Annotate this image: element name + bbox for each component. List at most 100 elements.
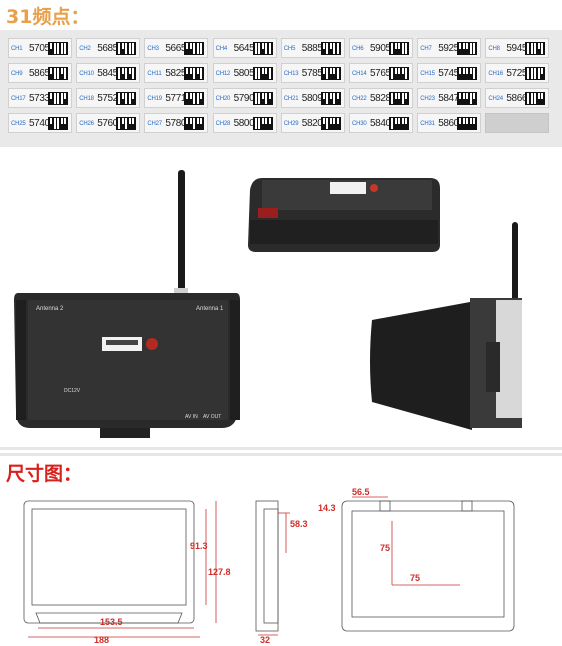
empty-cell bbox=[485, 113, 550, 133]
dip-switch-icon bbox=[525, 92, 546, 105]
channel-id: CH1 bbox=[11, 46, 23, 52]
dimension-drawings: 91.3 127.8 153.5 188 32 58.3 56.5 14.3 7… bbox=[23, 487, 515, 645]
channel-id: CH31 bbox=[420, 121, 435, 127]
channel-id: CH16 bbox=[488, 71, 503, 77]
channel-id: CH28 bbox=[215, 121, 231, 127]
channel-id: CH8 bbox=[488, 46, 500, 52]
channel-frequency: 5740 bbox=[29, 118, 50, 129]
dip-switch-icon bbox=[389, 42, 409, 55]
channel-frequency: 5760 bbox=[97, 118, 118, 129]
dip-switch-icon bbox=[48, 42, 68, 55]
dim-height-total-label: 127.8 bbox=[208, 567, 231, 577]
channel-frequency: 5845 bbox=[97, 68, 118, 79]
dip-switch-icon bbox=[184, 42, 205, 55]
dip-switch-icon bbox=[525, 67, 546, 80]
dim-back-left-label: 14.3 bbox=[318, 503, 336, 513]
dim-back-vertical-label: 75 bbox=[380, 543, 390, 553]
dip-switch-icon bbox=[252, 42, 273, 55]
channel-frequency: 5733 bbox=[29, 93, 50, 104]
channel-id: CH15 bbox=[420, 71, 435, 77]
channel-id: CH3 bbox=[147, 46, 159, 52]
dip-switch-icon bbox=[457, 92, 478, 105]
channel-cell: CH9 5865 bbox=[8, 63, 72, 83]
channel-frequency: 5645 bbox=[233, 43, 255, 54]
channel-id: CH24 bbox=[488, 96, 503, 102]
dip-switch-icon bbox=[457, 67, 478, 80]
dip-switch-icon bbox=[457, 117, 478, 130]
channel-id: CH30 bbox=[352, 121, 367, 127]
channel-id: CH6 bbox=[352, 46, 364, 52]
dip-switch-icon bbox=[320, 117, 341, 130]
dip-switch-icon bbox=[116, 42, 137, 55]
channel-frequency: 5752 bbox=[97, 93, 118, 104]
channel-cell: CH6 5905 bbox=[349, 38, 413, 58]
dip-switch-icon bbox=[252, 92, 273, 105]
channel-id: CH11 bbox=[147, 71, 162, 77]
channel-frequency: 5780 bbox=[165, 118, 187, 129]
dip-switch-icon bbox=[252, 67, 273, 80]
dim-height-screen-label: 91.3 bbox=[190, 541, 208, 551]
dip-switch-icon bbox=[457, 42, 478, 55]
channel-frequency: 5820 bbox=[301, 118, 323, 129]
dip-switch-icon bbox=[252, 117, 273, 130]
channel-frequency: 5828 bbox=[370, 93, 391, 104]
channel-frequency: 5725 bbox=[506, 68, 528, 79]
dip-switch-icon bbox=[48, 67, 68, 80]
channel-id: CH10 bbox=[79, 71, 94, 77]
dip-switch-icon bbox=[389, 117, 409, 130]
channel-frequency: 5809 bbox=[301, 93, 323, 104]
photo-monitor-top bbox=[248, 178, 440, 252]
channel-id: CH20 bbox=[215, 96, 231, 102]
dim-back-top-label: 56.5 bbox=[352, 487, 370, 497]
dip-switch-icon bbox=[184, 117, 205, 130]
dc-label: DC12V bbox=[64, 388, 81, 394]
channel-id: CH18 bbox=[79, 96, 94, 102]
channel-frequency: 5865 bbox=[29, 68, 50, 79]
photo-monitor-back-antenna: Antenna 2 Antenna 1 DC12V AV IN AV OUT bbox=[14, 170, 240, 438]
channel-frequency: 5866 bbox=[506, 93, 528, 104]
channel-id: CH12 bbox=[215, 71, 231, 77]
section-divider bbox=[0, 447, 562, 450]
channel-frequency: 5685 bbox=[97, 43, 118, 54]
dim-back-horizontal-label: 75 bbox=[410, 573, 420, 583]
channel-id: CH9 bbox=[11, 71, 23, 77]
channel-id: CH22 bbox=[352, 96, 367, 102]
channel-id: CH21 bbox=[283, 96, 299, 102]
channel-id: CH27 bbox=[147, 121, 162, 127]
photo-monitor-sunshade bbox=[370, 222, 522, 430]
channel-id: CH14 bbox=[352, 71, 367, 77]
channel-frequency: 5905 bbox=[370, 43, 391, 54]
dim-width-screen-label: 153.5 bbox=[100, 617, 123, 627]
channel-id: CH26 bbox=[79, 121, 94, 127]
channel-frequency: 5847 bbox=[438, 93, 459, 104]
channel-frequency: 5885 bbox=[301, 43, 323, 54]
channel-id: CH2 bbox=[79, 46, 91, 52]
dip-switch-icon bbox=[48, 117, 68, 130]
dip-switch-icon bbox=[320, 67, 341, 80]
dip-switch-icon bbox=[389, 92, 409, 105]
channel-frequency: 5771 bbox=[165, 93, 187, 104]
channel-id: CH29 bbox=[283, 121, 299, 127]
channel-frequency: 5800 bbox=[233, 118, 255, 129]
product-photos: Antenna 2 Antenna 1 DC12V AV IN AV OUT bbox=[14, 170, 522, 438]
channel-frequency: 5785 bbox=[301, 68, 323, 79]
channel-frequency: 5745 bbox=[438, 68, 459, 79]
